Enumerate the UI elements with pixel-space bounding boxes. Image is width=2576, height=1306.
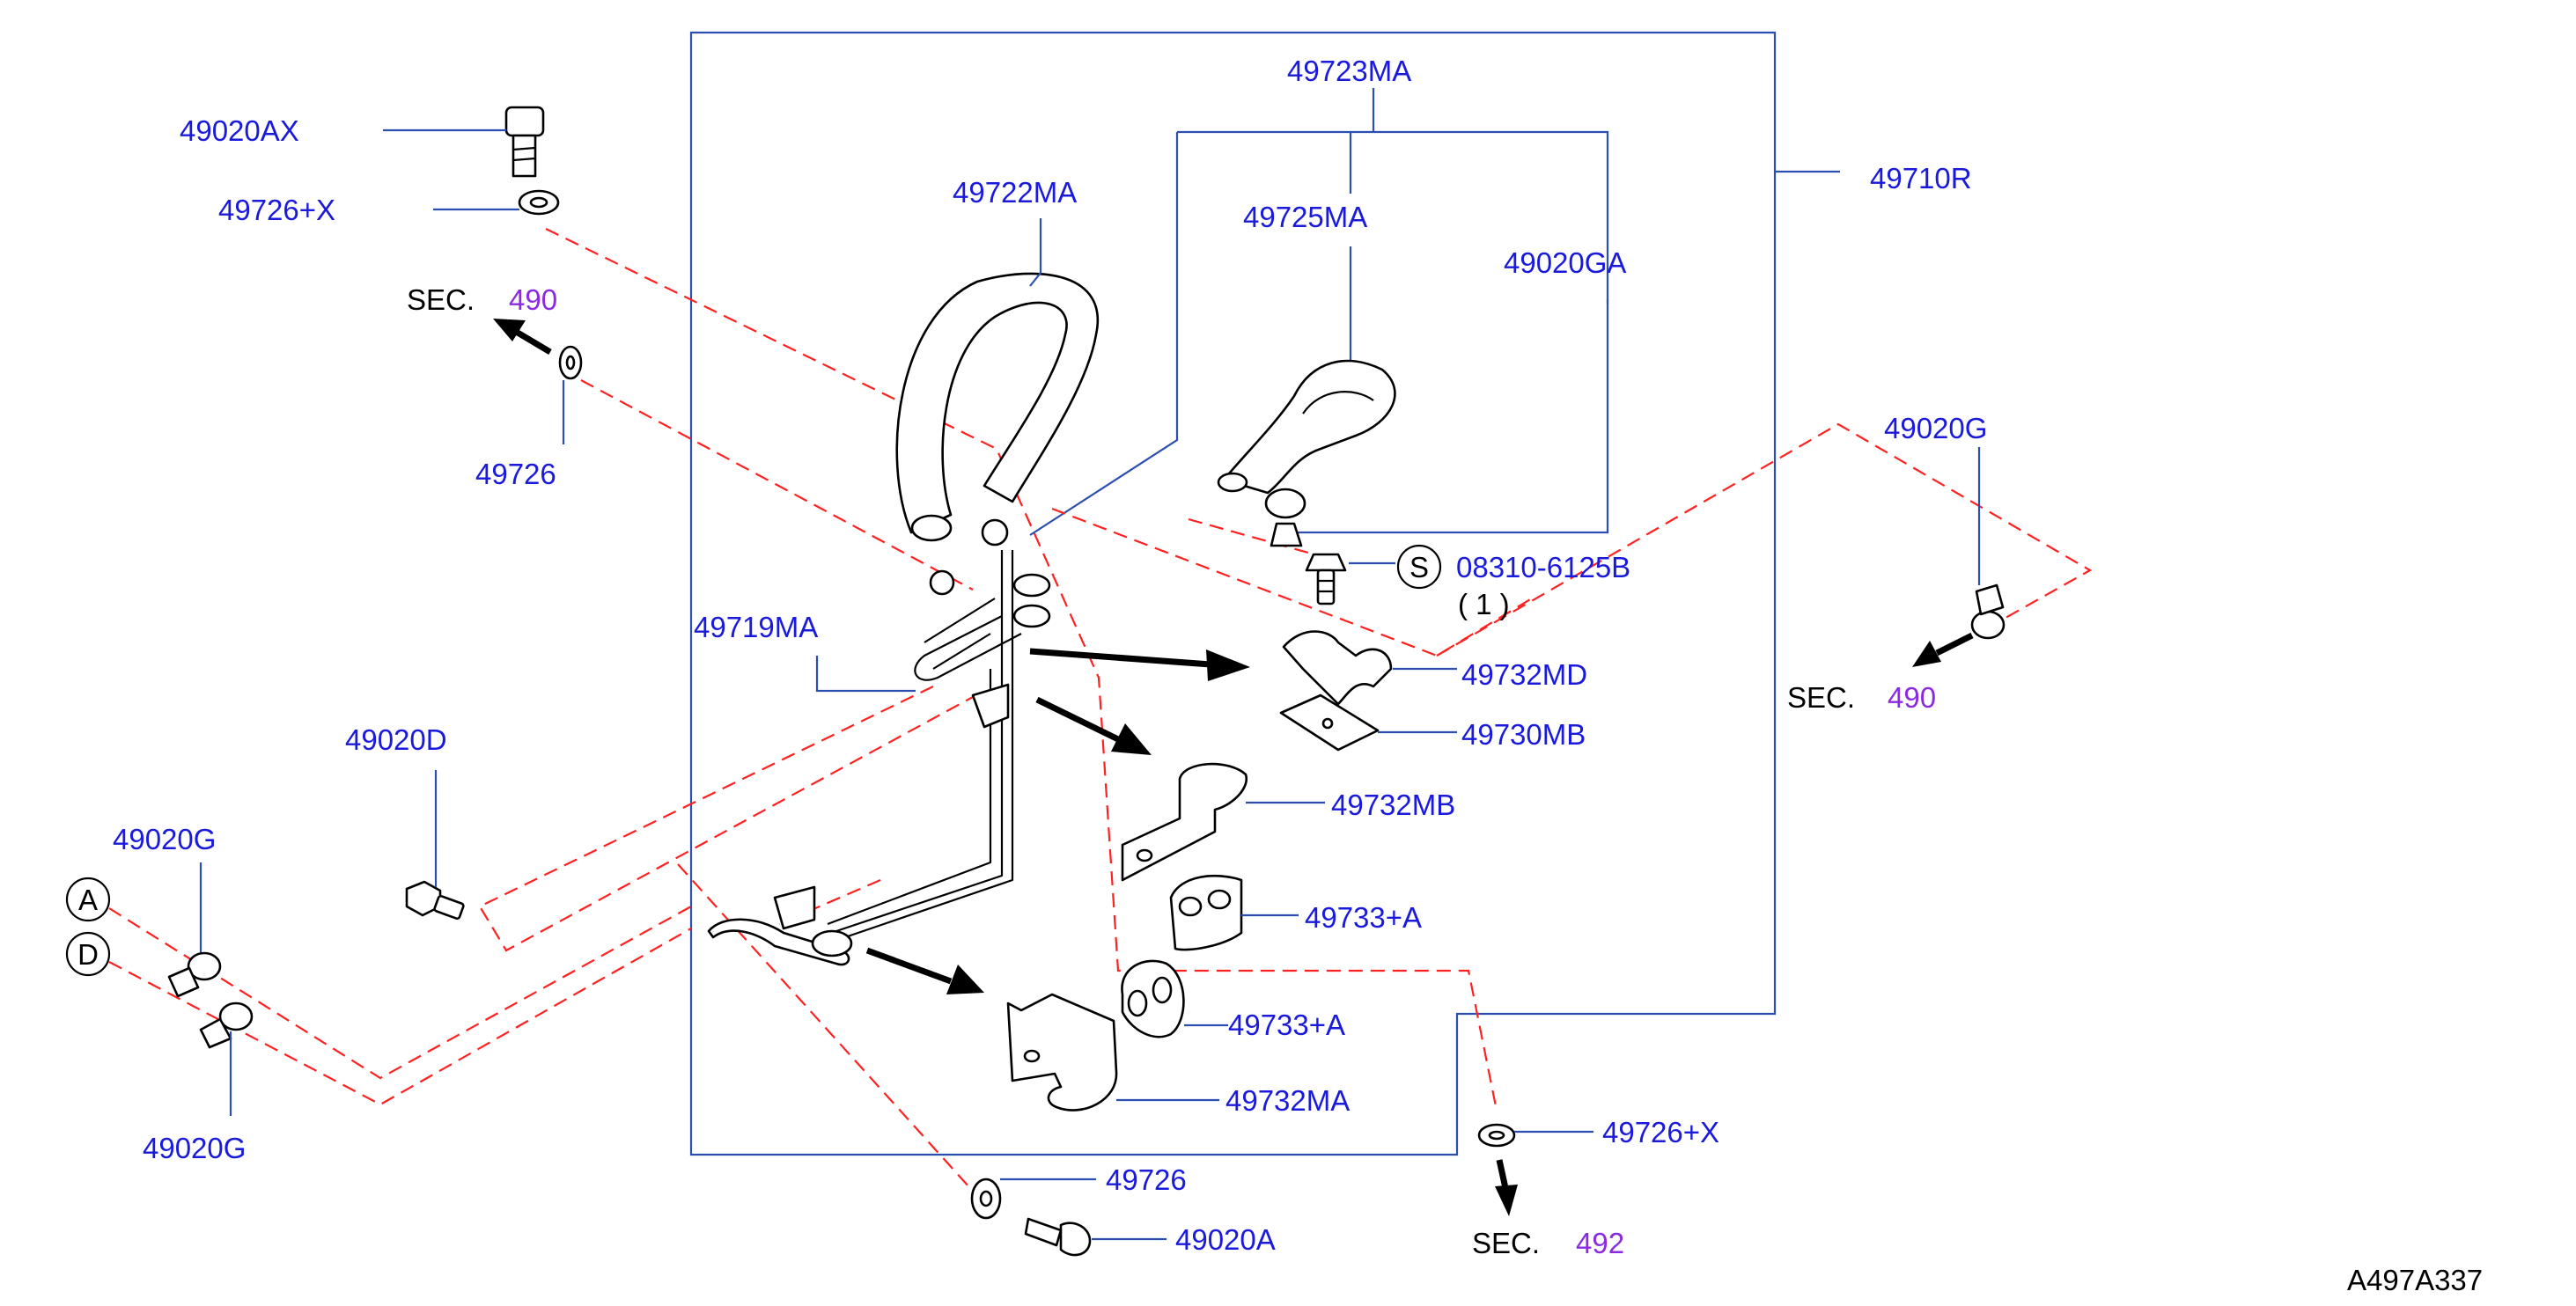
part-49733A-upper-grommet bbox=[1169, 874, 1243, 951]
part-49020AX-bolt bbox=[504, 106, 545, 178]
section-arrows bbox=[493, 319, 1974, 1216]
label-49726-left: 49726 bbox=[475, 458, 556, 490]
sec-490-top-left: 490 bbox=[509, 283, 557, 316]
svg-text:S: S bbox=[1409, 551, 1429, 583]
part-49719MA-tube bbox=[707, 550, 1051, 966]
part-49020D-bolt bbox=[405, 880, 465, 921]
label-49726X-bottom: 49726+X bbox=[1602, 1116, 1719, 1148]
label-49020G-right: 49020G bbox=[1884, 412, 1987, 444]
part-08310-bolt bbox=[1305, 553, 1347, 605]
label-49732MB: 49732MB bbox=[1331, 789, 1455, 821]
label-49020AX: 49020AX bbox=[180, 114, 299, 147]
part-49732MD-clamp bbox=[1282, 630, 1393, 706]
svg-text:A: A bbox=[78, 884, 98, 916]
sec-word-bottom: SEC. bbox=[1472, 1227, 1540, 1259]
part-49020A-bolt bbox=[1024, 1217, 1092, 1257]
label-49726-bottom: 49726 bbox=[1106, 1163, 1187, 1196]
label-08310-qty: ( 1 ) bbox=[1458, 588, 1510, 620]
part-49726X-bottom-washer bbox=[1477, 1123, 1516, 1148]
marker-D: D bbox=[65, 931, 111, 977]
leader-49723MA-left bbox=[1029, 132, 1179, 536]
label-49710R: 49710R bbox=[1870, 162, 1972, 194]
marker-S: S bbox=[1396, 544, 1442, 590]
part-49726-left-washer bbox=[558, 345, 583, 380]
sec-word-top-left: SEC. bbox=[407, 283, 475, 316]
part-49020G-left-bottom-clamp bbox=[199, 1002, 254, 1049]
label-49725MA: 49725MA bbox=[1243, 201, 1367, 233]
label-49719MA: 49719MA bbox=[694, 611, 818, 643]
label-49722MA: 49722MA bbox=[953, 176, 1077, 209]
marker-A: A bbox=[65, 877, 111, 922]
part-49732MA-bracket bbox=[1006, 993, 1118, 1112]
diagram-id: A497A337 bbox=[2347, 1264, 2483, 1296]
label-49723MA: 49723MA bbox=[1287, 55, 1411, 87]
svg-text:D: D bbox=[77, 938, 99, 971]
bracket-49723MA bbox=[1177, 130, 1609, 534]
label-49726X-top: 49726+X bbox=[218, 194, 335, 226]
label-49732MD: 49732MD bbox=[1461, 658, 1587, 691]
label-49020G-left-bottom: 49020G bbox=[143, 1132, 246, 1164]
label-49733A-upper: 49733+A bbox=[1305, 901, 1422, 934]
sec-word-right: SEC. bbox=[1787, 681, 1855, 714]
label-49730MB: 49730MB bbox=[1461, 718, 1586, 751]
label-49020GA: 49020GA bbox=[1504, 246, 1626, 279]
label-08310-6125B: 08310-6125B bbox=[1456, 551, 1630, 583]
part-49722MA-hose bbox=[895, 272, 1100, 596]
label-49732MA: 49732MA bbox=[1225, 1084, 1350, 1117]
part-49725MA-hose bbox=[1217, 359, 1396, 495]
part-49020G-left-top-clamp bbox=[167, 951, 222, 998]
label-49733A-lower: 49733+A bbox=[1228, 1009, 1345, 1041]
sec-492-bottom: 492 bbox=[1576, 1227, 1624, 1259]
sec-490-right: 490 bbox=[1888, 681, 1936, 714]
label-49020A: 49020A bbox=[1175, 1223, 1276, 1256]
part-49020GA-clamp bbox=[1264, 488, 1306, 547]
assembly-frame bbox=[689, 31, 1777, 1156]
label-49020D: 49020D bbox=[345, 723, 447, 756]
explode-arrows bbox=[865, 648, 1250, 994]
label-leaders bbox=[199, 128, 1981, 1241]
part-49730MB-plate bbox=[1279, 693, 1380, 752]
part-49726X-top-washer bbox=[518, 189, 560, 216]
part-49732MB-bracket bbox=[1121, 762, 1248, 882]
label-49020G-left-top: 49020G bbox=[113, 823, 216, 855]
part-49726-bottom-washer bbox=[970, 1178, 1002, 1220]
part-49020G-right-clamp bbox=[1970, 583, 2006, 640]
part-49733A-lower-grommet bbox=[1121, 959, 1185, 1038]
